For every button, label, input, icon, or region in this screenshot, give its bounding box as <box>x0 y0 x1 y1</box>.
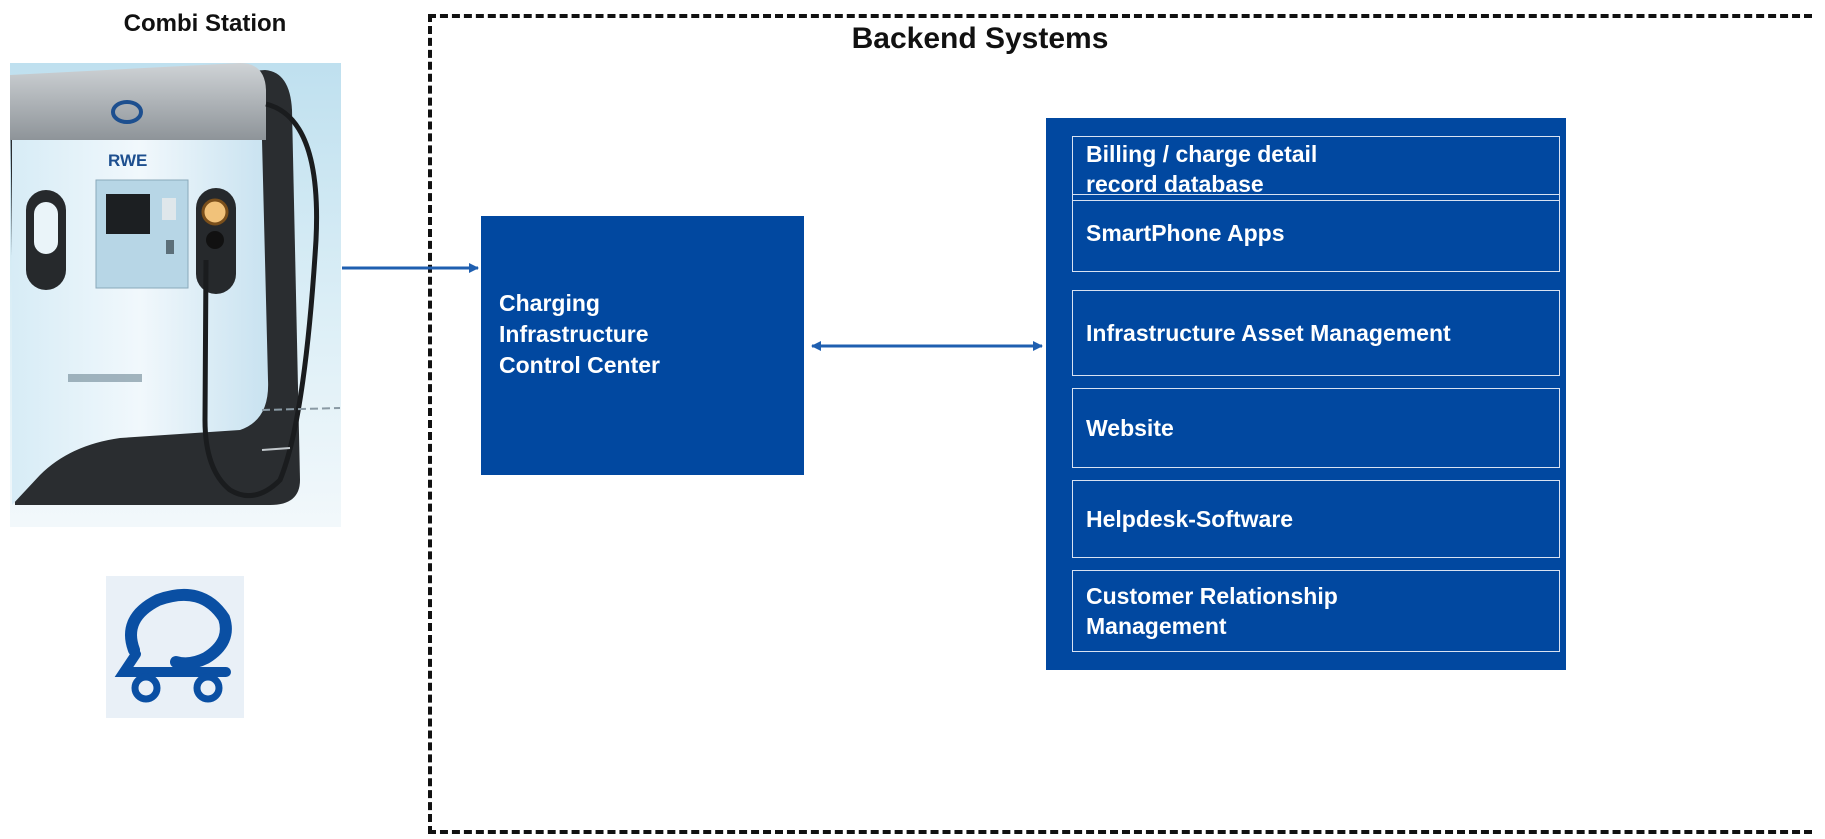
station-logo-icon <box>111 100 143 124</box>
system-box-asset-management: Infrastructure Asset Management <box>1072 290 1560 376</box>
vent-line <box>261 447 291 451</box>
system-box-website: Website <box>1072 388 1560 468</box>
station-brand-strip <box>68 374 142 382</box>
right-socket-plug <box>201 198 229 226</box>
left-socket <box>34 202 58 254</box>
system-box-crm: Customer Relationship Management <box>1072 570 1560 652</box>
vent-line <box>261 407 341 411</box>
system-label: SmartPhone Apps <box>1086 220 1285 246</box>
system-label: Infrastructure Asset Management <box>1086 320 1451 346</box>
system-label: Billing / charge detail record database <box>1086 140 1318 197</box>
system-label: Customer Relationship Management <box>1086 583 1338 639</box>
system-box-smartphone-apps: SmartPhone Apps <box>1072 194 1560 272</box>
system-label: Website <box>1086 415 1174 441</box>
charging-cable <box>202 101 320 499</box>
station-screen <box>106 194 150 234</box>
backend-systems-frame <box>428 14 1812 834</box>
station-top-cap <box>10 63 266 140</box>
control-center-label: Charging Infrastructure Control Center <box>499 290 660 378</box>
backend-systems-panel: Billing / charge detail record database … <box>1046 118 1566 670</box>
system-box-helpdesk: Helpdesk-Software <box>1072 480 1560 558</box>
right-socket-connector <box>206 231 224 249</box>
control-center-box: Charging Infrastructure Control Center <box>481 216 804 475</box>
system-label: Helpdesk-Software <box>1086 506 1294 532</box>
station-slot <box>166 240 174 254</box>
backend-systems-title: Backend Systems <box>851 22 1109 55</box>
station-brand-text: RWE <box>108 151 147 170</box>
station-card-reader <box>162 198 176 220</box>
station-title: Combi Station <box>123 10 287 37</box>
car-logo-icon <box>106 576 244 718</box>
system-box-billing: Billing / charge detail record database <box>1072 136 1560 201</box>
